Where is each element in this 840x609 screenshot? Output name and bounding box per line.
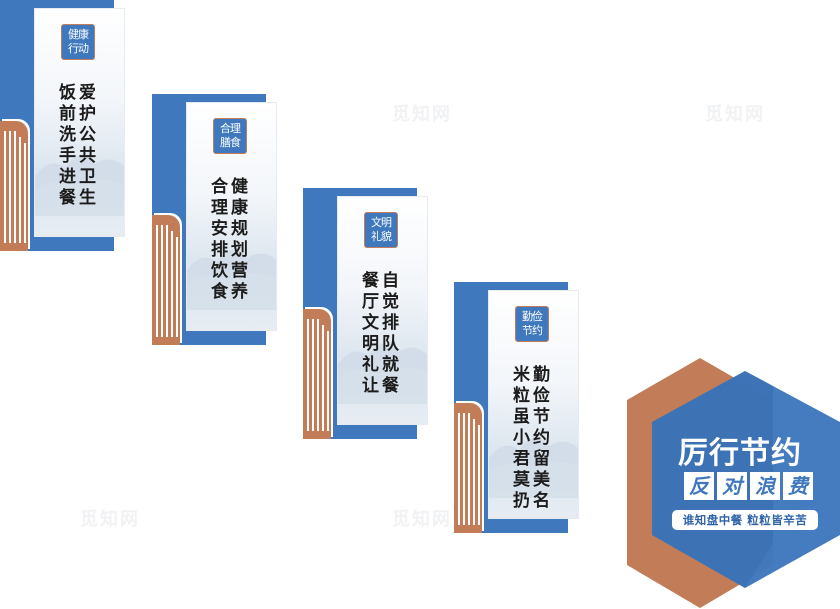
verse-line: 爱护公共卫生 [75, 83, 95, 209]
verse-columns: 自觉排队就餐 餐厅文明礼让 [358, 271, 398, 424]
stripe-decoration [152, 215, 180, 345]
badge-line: 膳食 [220, 136, 241, 149]
watermark: 觅知网 [392, 104, 452, 125]
badge: 勤俭 节约 [515, 306, 549, 342]
verse-line: 饭前洗手进餐 [55, 83, 75, 209]
panel-card: 健康 行动 爱护公共卫生 饭前洗手进餐 [35, 9, 124, 236]
badge-line: 文明 [371, 216, 392, 229]
badge-line: 礼貌 [371, 230, 392, 243]
slogan-box-char: 对 [717, 472, 747, 500]
badge: 合理 膳食 [213, 118, 247, 154]
mountain-mist-icon [338, 343, 427, 404]
stripe-decoration [0, 121, 28, 251]
verse-line: 勤俭节约留美名 [529, 365, 549, 512]
watermark: 觅知网 [392, 509, 452, 530]
panel-card: 勤俭 节约 勤俭节约留美名 米粒虽小君莫扔 [489, 291, 578, 518]
mountain-mist-icon [35, 155, 124, 216]
slogan-box-char: 费 [783, 472, 813, 500]
slogan-box-char: 浪 [750, 472, 780, 500]
slogan-title: 厉行节约 [678, 436, 802, 471]
verse-line: 合理安排饮食 [207, 177, 227, 303]
verse-line: 自觉排队就餐 [378, 271, 398, 397]
slogan-box-char: 反 [684, 472, 714, 500]
panel-thrift: 勤俭 节约 勤俭节约留美名 米粒虽小君莫扔 [454, 282, 584, 537]
verse-line: 健康规划营养 [227, 177, 247, 303]
verse-columns: 勤俭节约留美名 米粒虽小君莫扔 [509, 365, 549, 518]
verse-line: 餐厅文明礼让 [358, 271, 378, 397]
verse-columns: 爱护公共卫生 饭前洗手进餐 [55, 83, 95, 236]
badge: 文明 礼貌 [364, 212, 398, 248]
panel-civility: 文明 礼貌 自觉排队就餐 餐厅文明礼让 [303, 188, 433, 443]
verse-line: 米粒虽小君莫扔 [509, 365, 529, 512]
badge: 健康 行动 [61, 24, 95, 60]
stripe-decoration [454, 403, 482, 533]
panel-balanced-diet: 合理 膳食 健康规划营养 合理安排饮食 [152, 94, 282, 349]
watermark: 觅知网 [80, 509, 140, 530]
verse-columns: 健康规划营养 合理安排饮食 [207, 177, 247, 330]
watermark: 觅知网 [705, 104, 765, 125]
badge-line: 行动 [68, 42, 89, 55]
mountain-mist-icon [489, 437, 578, 498]
slogan-subtitle: 谁知盘中餐 粒粒皆辛苦 [672, 510, 818, 530]
panel-health-action: 健康 行动 爱护公共卫生 饭前洗手进餐 [0, 0, 130, 255]
slogan-boxes: 反 对 浪 费 [684, 472, 813, 500]
badge-line: 健康 [68, 28, 89, 41]
stripe-decoration [303, 309, 331, 439]
badge-line: 勤俭 [522, 310, 543, 323]
mountain-mist-icon [187, 249, 276, 310]
badge-line: 合理 [220, 122, 241, 135]
panel-card: 合理 膳食 健康规划营养 合理安排饮食 [187, 103, 276, 330]
panel-card: 文明 礼貌 自觉排队就餐 餐厅文明礼让 [338, 197, 427, 424]
badge-line: 节约 [522, 324, 543, 337]
